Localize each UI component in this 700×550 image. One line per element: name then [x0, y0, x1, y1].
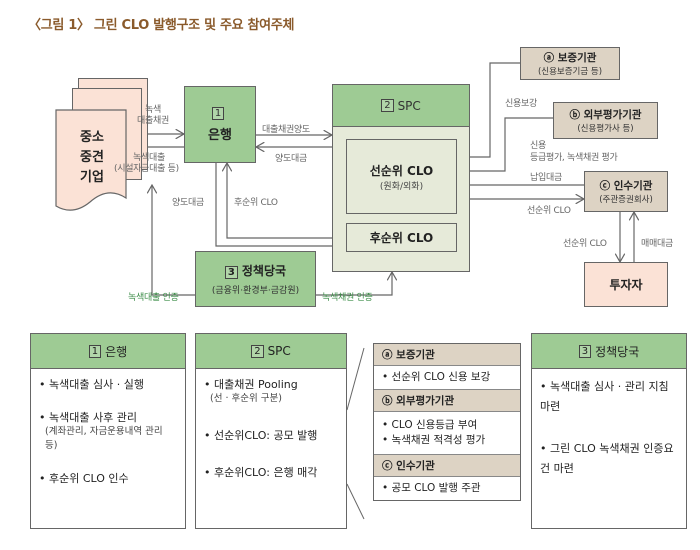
underwriter-label: ⓒ 인수기관	[599, 180, 653, 192]
edge-payment-in: 납입대금	[530, 173, 562, 183]
edge-credit-enhance: 신용보강	[505, 99, 537, 109]
sme-line-1: 중소	[80, 130, 104, 145]
bank-number: 1	[211, 106, 225, 120]
edge-transfer-payment-2: 양도대금	[172, 198, 204, 208]
rating-items: • CLO 신용등급 부여• 녹색채권 적격성 평가	[374, 412, 520, 455]
edge-green-loan: 녹색대출	[133, 153, 165, 163]
edge-junior-clo: 후순위 CLO	[234, 198, 278, 208]
policy-card-item: • 그린 CLO 녹색채권 인증요건 마련	[540, 442, 674, 475]
underwriter-header: ⓒ 인수기관	[374, 455, 520, 477]
bank-node: 1 은행	[184, 86, 256, 163]
rating-sub: (신용평가사 등)	[577, 124, 634, 134]
edge-green-loan-claim: 녹색 대출채권	[137, 105, 169, 126]
edge-rating-2: 등급평가, 녹색채권 평가	[530, 153, 618, 163]
guarantor-label: ⓐ 보증기관	[543, 52, 597, 64]
policy-card-title: 정책당국	[595, 344, 640, 359]
policy-card-item: • 녹색대출 심사 · 관리 지침 마련	[540, 380, 669, 413]
edge-loan-transfer: 대출채권양도	[262, 125, 310, 135]
junior-clo-label: 후순위 CLO	[369, 231, 434, 245]
policy-card-number: 3	[578, 344, 592, 358]
spc-card-item: • 선순위CLO: 공모 발행	[204, 429, 318, 442]
figure-title: 〈그림 1〉 그린 CLO 발행구조 및 주요 참여주체	[28, 18, 295, 33]
guarantor-header: ⓐ 보증기관	[374, 344, 520, 366]
policy-number: 3	[224, 266, 238, 279]
edge-sale-payment: 매매대금	[641, 239, 673, 249]
bank-label: 은행	[208, 127, 232, 143]
guarantor-item: • 선순위 CLO 신용 보강	[374, 366, 520, 390]
rating-label: ⓑ 외부평가기관	[569, 109, 642, 121]
sme-line-2: 중견	[80, 150, 104, 165]
bank-card-item: • 후순위 CLO 인수	[39, 472, 129, 485]
senior-clo-sub: (원화/외화)	[379, 181, 424, 192]
spc-card-item: • 후순위CLO: 은행 매각	[204, 466, 318, 479]
edge-green-loan-sub: (시설자금대출 등)	[114, 164, 179, 174]
guarantor-node: ⓐ 보증기관 (신용보증기금 등)	[520, 47, 620, 80]
underwriter-node: ⓒ 인수기관 (주관증권회사)	[584, 171, 668, 212]
edge-transfer-payment: 양도대금	[275, 154, 307, 164]
spc-number: 2	[381, 99, 394, 112]
bank-card-item: • 녹색대출 사후 관리(계좌관리, 자금운용내역 관리 등)	[39, 411, 163, 451]
policy-label: 정책당국	[241, 264, 287, 278]
underwriter-item: • 공모 CLO 발행 주관	[382, 482, 481, 494]
spc-card-item: • 대출채권 Pooling(선 · 후순위 구분)	[204, 378, 298, 404]
spc-label: SPC	[397, 98, 421, 113]
spc-card-title: SPC	[267, 344, 291, 358]
edge-senior-clo: 선순위 CLO	[527, 206, 571, 216]
participants-card: ⓐ 보증기관 • 선순위 CLO 신용 보강 ⓑ 외부평가기관 • CLO 신용…	[373, 343, 521, 501]
edge-senior-clo-2: 선순위 CLO	[563, 239, 607, 249]
rating-node: ⓑ 외부평가기관 (신용평가사 등)	[553, 102, 658, 139]
bank-card-title: 은행	[105, 344, 128, 359]
spc-card-number: 2	[251, 344, 264, 358]
edge-green-loan-cert: 녹색대출 인증	[128, 293, 179, 303]
bank-card-item: • 녹색대출 심사 · 실행	[39, 378, 144, 391]
junior-clo-node: 후순위 CLO	[346, 223, 457, 252]
investor-node: 투자자	[584, 262, 668, 307]
rating-header: ⓑ 외부평가기관	[374, 390, 520, 412]
edge-green-bond-cert: 녹색채권 인증	[322, 293, 373, 303]
policy-sub: (금융위·환경부·금감원)	[211, 286, 300, 296]
senior-clo-label: 선순위 CLO	[369, 163, 434, 178]
guarantor-sub: (신용보증기금 등)	[537, 67, 603, 77]
sme-line-3: 기업	[80, 170, 104, 185]
investor-label: 투자자	[609, 278, 643, 292]
underwriter-sub: (주관증권회사)	[599, 195, 653, 205]
bank-card-number: 1	[88, 344, 102, 358]
senior-clo-node: 선순위 CLO (원화/외화)	[346, 139, 457, 214]
edge-rating-1: 신용	[530, 141, 546, 151]
sme-stack: 중소 중견 기업	[48, 78, 148, 211]
